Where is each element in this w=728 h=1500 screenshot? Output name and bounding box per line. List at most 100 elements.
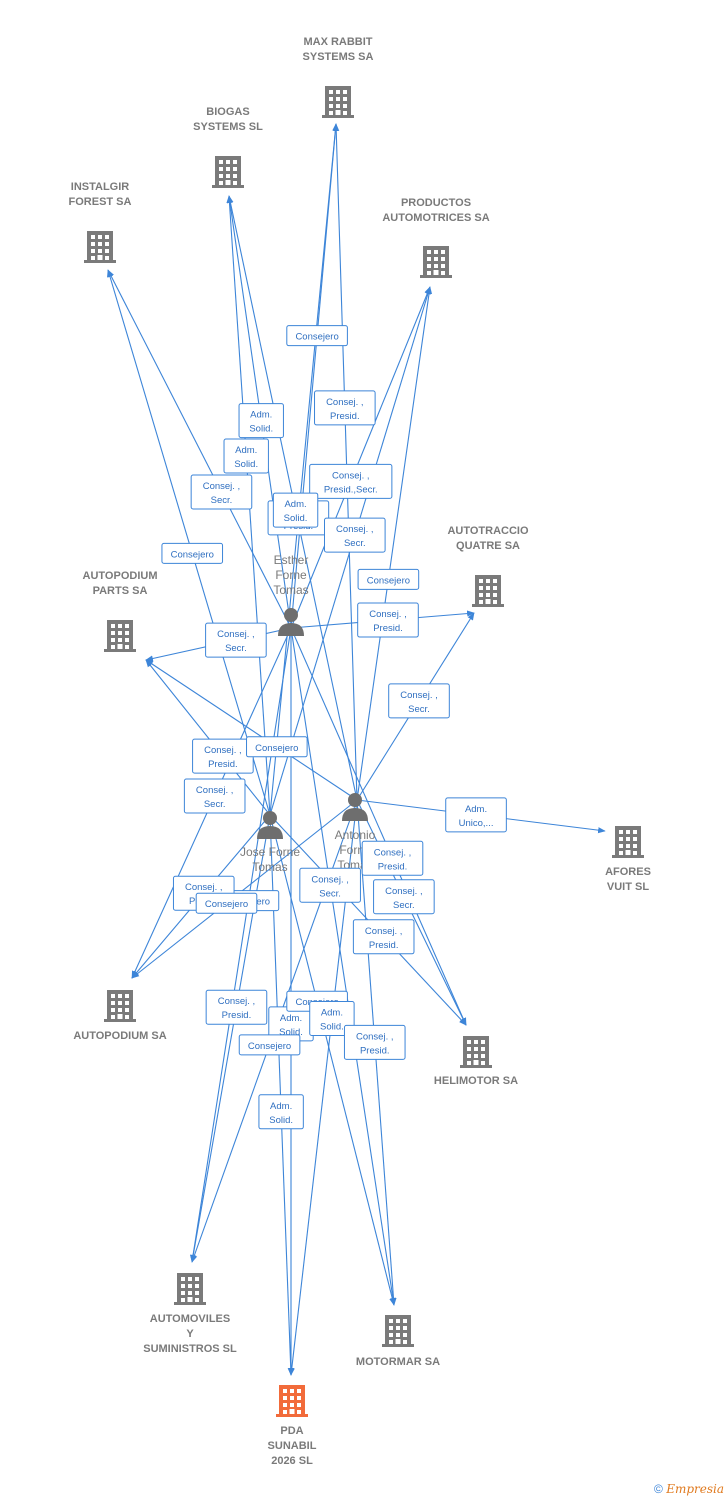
edge-antonio-productos xyxy=(356,286,433,801)
edge-label-text: Presid. xyxy=(222,1010,252,1021)
edge-label-text: Secr. xyxy=(211,495,233,506)
edge-label-text: Consej. , xyxy=(311,874,349,885)
edge-label-text: Consej. , xyxy=(374,847,412,858)
person-label: Tomas xyxy=(252,860,287,874)
edge-label-text: Secr. xyxy=(225,643,247,654)
edge-label-text: Presid. xyxy=(360,1045,390,1056)
company-label: AUTOPODIUM xyxy=(83,570,158,582)
edge-label-text: Consej. , xyxy=(203,481,241,492)
edge-label-antonio-biogas[interactable]: Adm.Solid. xyxy=(272,492,319,528)
edge-esther-automoviles xyxy=(190,627,292,1263)
edge-label-esther-helimotor[interactable]: Consej. , Presid. xyxy=(361,840,424,876)
company-label: MOTORMAR SA xyxy=(356,1356,440,1368)
building-icon xyxy=(460,1036,492,1068)
company-label: AUTOTRACCIO xyxy=(447,525,529,537)
edge-label-text: Secr. xyxy=(408,704,430,715)
edge-label-antonio-autopodium[interactable]: Consejero xyxy=(195,892,258,914)
edge-jose-instalgir xyxy=(107,269,271,816)
person-label: Esther xyxy=(274,553,309,567)
building-icon xyxy=(212,156,244,188)
edge-label-esther-productos[interactable]: Consej. ,Presid.,Secr. xyxy=(309,463,393,499)
edge-label-text: Presid.,Secr. xyxy=(324,484,378,495)
building-icon xyxy=(104,990,136,1022)
company-label: BIOGAS xyxy=(206,106,249,118)
edge-label-text: Adm. xyxy=(465,804,487,815)
edge-label-text: Presid. xyxy=(378,861,408,872)
edge-label-text: Adm. xyxy=(280,1013,302,1024)
edge-jose-motormar xyxy=(269,814,396,1306)
company-node-autopodiumparts[interactable]: AUTOPODIUM PARTS SA xyxy=(83,570,158,652)
company-node-autopodium[interactable]: AUTOPODIUM SA xyxy=(73,990,167,1042)
company-label: MAX RABBIT xyxy=(303,36,372,48)
edge-label-text: Consej. , xyxy=(385,886,423,897)
edge-label-text: Consejero xyxy=(255,743,298,754)
company-label: SYSTEMS SL xyxy=(193,121,263,133)
edge-label-text: Consejero xyxy=(171,549,214,560)
building-icon xyxy=(276,1385,308,1417)
edge-label-antonio-afores[interactable]: Adm.Unico,... xyxy=(445,797,507,833)
edge-label-antonio-pda[interactable]: Adm.Solid. xyxy=(309,1001,355,1036)
footer-credit[interactable]: © Empresia xyxy=(654,1482,724,1496)
edge-label-text: Consej. , xyxy=(196,785,234,796)
edge-label-text: Consej. , xyxy=(204,745,242,756)
edge-label-text: Secr. xyxy=(204,799,226,810)
edge-label-text: Consej. , xyxy=(326,397,364,408)
edge-label-esther-motormar[interactable]: Consej. ,Secr. xyxy=(299,867,361,903)
edge-label-esther-autopodium[interactable]: Consej. , Secr. xyxy=(183,778,246,814)
edge-label-text: Consej. , xyxy=(356,1031,394,1042)
edge-label-jose-productos[interactable]: Consej. ,Secr. xyxy=(324,517,386,553)
edge-esther-productos xyxy=(290,286,431,629)
edge-label-text: Presid. xyxy=(208,759,238,770)
company-node-biogas[interactable]: BIOGAS SYSTEMS SL xyxy=(193,106,263,188)
edge-label-esther-instalgir[interactable]: Consej. , Secr. xyxy=(190,474,253,510)
company-label: PARTS SA xyxy=(93,585,148,597)
person-icon xyxy=(278,608,304,636)
building-icon xyxy=(174,1273,206,1305)
edge-label-text: Consej. , xyxy=(369,609,407,620)
edge-label-jose-instalgir[interactable]: Consejero xyxy=(161,542,224,564)
edge-label-jose-pda[interactable]: Adm.Solid. xyxy=(258,1094,304,1130)
edge-label-antonio-maxrabbit[interactable]: Consej. ,Presid. xyxy=(314,390,376,426)
edge-label-esther-biogas[interactable]: Adm.Solid. xyxy=(238,403,284,439)
edge-label-antonio-autopodiumparts[interactable]: Consejero xyxy=(246,736,308,758)
edge-label-jose-helimotor[interactable]: Consej. ,Presid. xyxy=(352,919,415,955)
person-icon xyxy=(342,793,368,821)
edge-label-jose-autopodiumparts[interactable]: Consej. , Presid. xyxy=(192,738,254,774)
company-node-helimotor[interactable]: HELIMOTOR SA xyxy=(434,1036,518,1087)
edge-label-antonio-automoviles[interactable]: Consejero xyxy=(238,1034,301,1056)
edge-label-text: Consej. , xyxy=(400,690,438,701)
edge-label-antonio-helimotor[interactable]: Consej. ,Secr. xyxy=(373,879,435,915)
edge-label-text: Consej. , xyxy=(365,926,403,937)
edge-jose-maxrabbit xyxy=(269,123,339,816)
edge-jose-automoviles xyxy=(190,814,271,1263)
building-icon xyxy=(382,1315,414,1347)
edge-label-text: Adm. xyxy=(284,499,306,510)
edge-label-antonio-motormar[interactable]: Consej. , Presid. xyxy=(343,1024,406,1060)
person-label: Jose Forne xyxy=(240,845,300,859)
edge-label-esther-maxrabbit[interactable]: Consejero xyxy=(286,325,348,347)
edge-antonio-autopodiumparts xyxy=(145,659,358,801)
company-label: AFORES xyxy=(605,866,651,878)
company-label: AUTOMOTRICES SA xyxy=(382,212,489,224)
edge-label-antonio-autotraccio[interactable]: Consej. , Secr. xyxy=(388,683,450,719)
edge-label-esther-autopodiumparts[interactable]: Consej. ,Secr. xyxy=(205,622,267,658)
edge-label-text: Secr. xyxy=(344,538,366,549)
edge-label-jose-biogas[interactable]: Adm.Solid. xyxy=(223,438,269,474)
company-node-motormar[interactable]: MOTORMAR SA xyxy=(356,1315,440,1368)
copyright-icon: © xyxy=(654,1482,663,1496)
company-label: Y xyxy=(186,1328,194,1340)
edge-label-esther-autotraccio[interactable]: Consej. ,Presid. xyxy=(357,602,419,638)
edge-label-jose-automoviles[interactable]: Consej. ,Presid. xyxy=(205,989,268,1025)
edge-label-antonio-productos[interactable]: Consejero xyxy=(357,568,420,590)
edge-label-text: Solid. xyxy=(279,1027,303,1038)
